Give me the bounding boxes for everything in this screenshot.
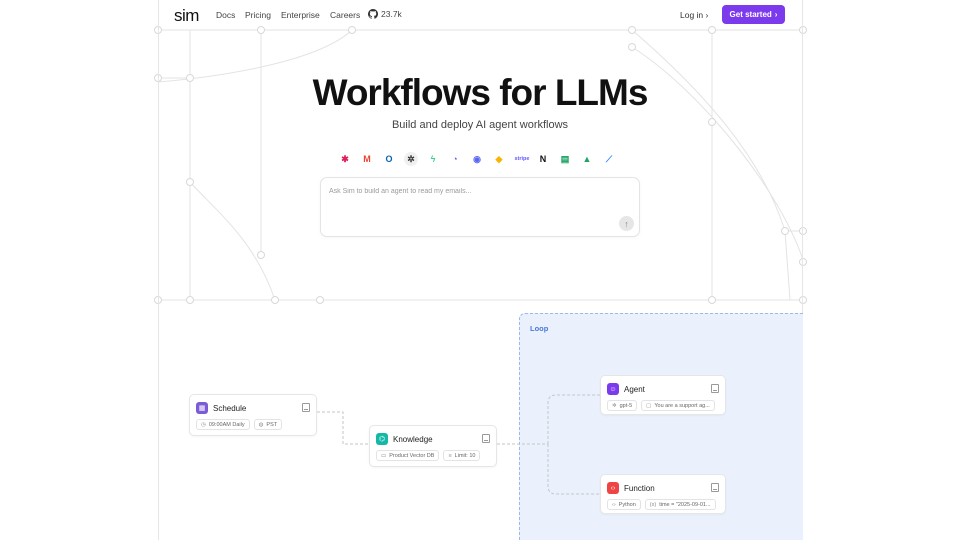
google-sheets-icon: ▤ [560, 153, 570, 164]
sim-logo[interactable]: sim [174, 6, 199, 25]
github-icon [368, 9, 378, 19]
schedule-node[interactable]: ▦ Schedule ◷09:00AM Daily ◍PST [189, 394, 317, 436]
login-label: Log in [680, 10, 704, 20]
linear-icon: ◔ [452, 154, 458, 164]
supabase-icon: ϟ [430, 154, 436, 164]
discord-icon: ◉ [473, 153, 481, 164]
notion-icon: N [539, 154, 547, 164]
knowledge-node[interactable]: ⌬ Knowledge ▭Product Vector DB ≡Limit: 1… [369, 425, 497, 467]
globe-icon: ◍ [258, 421, 264, 428]
integration-icons: ✱ M O ✲ ϟ ◔ ◉ ◆ stripe N ▤ ▲ ⟋ [338, 152, 622, 166]
calendar-icon: ▦ [196, 402, 208, 414]
jira-icon: ⟋ [605, 153, 613, 164]
book-icon[interactable] [482, 434, 490, 443]
knowledge-limit-chip: ≡Limit: 10 [443, 450, 481, 461]
hero-subtitle: Build and deploy AI agent workflows [391, 119, 569, 131]
agent-prompt-chip: ▢You are a support ag... [641, 400, 715, 411]
nav-link-careers[interactable]: Careers [330, 10, 361, 20]
schedule-title: Schedule [213, 403, 247, 413]
function-title: Function [624, 483, 655, 493]
book-icon[interactable] [711, 384, 719, 393]
agent-node[interactable]: ☺ Agent ✲gpt-5 ▢You are a support ag... [600, 375, 726, 415]
book-icon[interactable] [711, 483, 719, 492]
knowledge-db: Product Vector DB [389, 452, 435, 459]
schedule-time: 09:00AM Daily [208, 421, 245, 428]
get-started-button[interactable]: Get started › [722, 5, 785, 24]
database-icon: ▭ [381, 452, 387, 459]
page-frame [158, 0, 803, 540]
slack-icon: ✱ [341, 153, 349, 164]
gmail-icon: M [363, 154, 371, 164]
agent-title: Agent [624, 384, 645, 394]
robot-icon: ☺ [607, 383, 619, 395]
knowledge-title: Knowledge [393, 434, 433, 444]
function-code: time = "2025-09-01... [659, 501, 711, 508]
github-link[interactable]: 23.7k [368, 9, 402, 19]
github-stars: 23.7k [381, 9, 402, 19]
prompt-input[interactable] [329, 184, 619, 198]
chevron-right-icon: › [705, 10, 709, 20]
hero-title: Workflows for LLMs [312, 72, 649, 113]
stripe-icon: stripe [514, 156, 530, 162]
login-link[interactable]: Log in › [680, 10, 708, 20]
book-icon[interactable] [302, 403, 310, 412]
code-icon: ‹› [612, 501, 616, 508]
chevron-right-icon: › [774, 10, 778, 19]
schedule-tz-chip: ◍PST [253, 419, 283, 430]
list-icon: ≡ [448, 452, 452, 459]
nav-link-enterprise[interactable]: Enterprise [281, 10, 320, 20]
knowledge-db-chip: ▭Product Vector DB [376, 450, 440, 461]
nav-link-docs[interactable]: Docs [216, 10, 236, 20]
agent-model: gpt-5 [619, 402, 633, 409]
function-lang: Python [618, 501, 636, 508]
google-drive-icon: ▲ [582, 154, 592, 164]
function-code-chip: (x)time = "2025-09-01... [644, 499, 716, 510]
nav-link-pricing[interactable]: Pricing [245, 10, 271, 20]
schedule-time-chip: ◷09:00AM Daily [196, 419, 250, 430]
agent-prompt: You are a support ag... [654, 402, 710, 409]
variable-icon: (x) [649, 501, 657, 508]
knowledge-icon: ⌬ [376, 433, 388, 445]
top-nav: sim Docs Pricing Enterprise Careers 23.7… [158, 0, 803, 30]
function-node[interactable]: ‹› Function ‹›Python (x)time = "2025-09-… [600, 474, 726, 514]
send-button[interactable]: ↑ [619, 216, 634, 231]
outlook-icon: O [385, 154, 393, 164]
arrow-up-icon: ↑ [624, 218, 629, 229]
clock-icon: ◷ [201, 421, 206, 428]
schedule-tz: PST [266, 421, 278, 428]
get-started-label: Get started [729, 10, 772, 19]
openai-icon: ✲ [612, 402, 617, 409]
agent-model-chip: ✲gpt-5 [607, 400, 638, 411]
airtable-icon: ◆ [495, 153, 503, 164]
loop-label: Loop [530, 324, 549, 333]
openai-icon: ✲ [404, 152, 418, 166]
code-icon: ‹› [607, 482, 619, 494]
message-icon: ▢ [646, 402, 652, 409]
knowledge-limit: Limit: 10 [454, 452, 476, 459]
prompt-box: ↑ [320, 177, 640, 237]
function-lang-chip: ‹›Python [607, 499, 641, 510]
